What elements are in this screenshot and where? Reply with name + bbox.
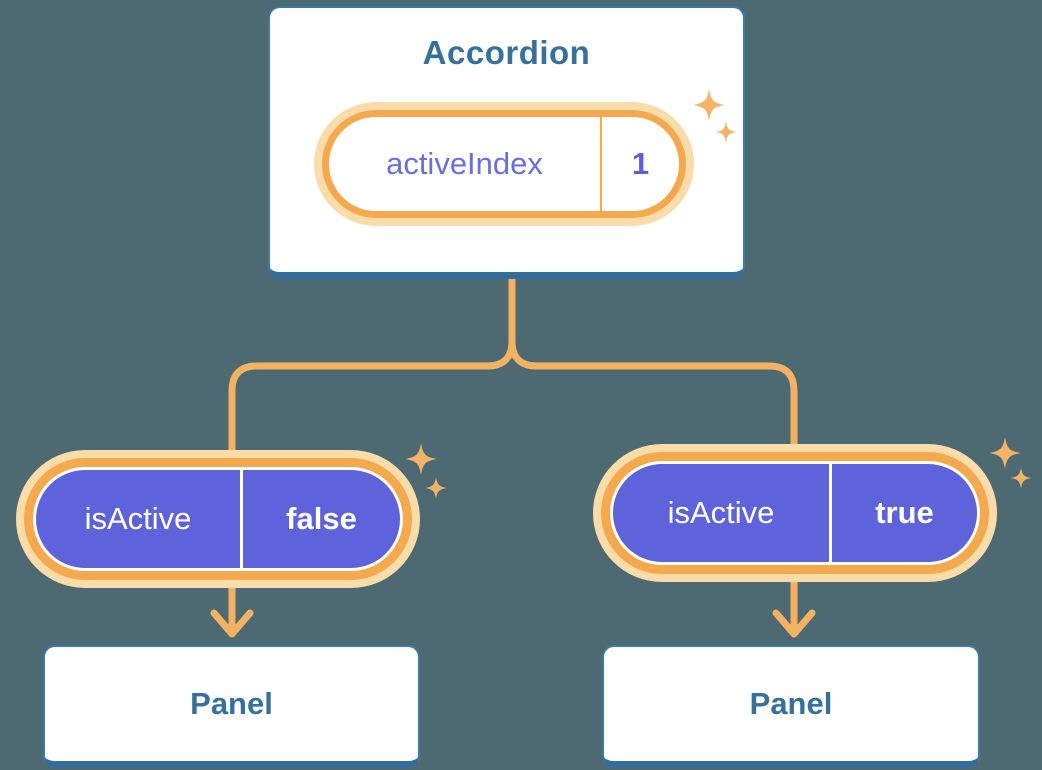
connector-right-branch — [508, 275, 798, 634]
pill-divider — [829, 464, 832, 562]
pill-divider — [600, 117, 602, 211]
panel-left-component-box: Panel — [43, 645, 420, 768]
panel-left-state-pill: isActive false — [36, 470, 400, 568]
arrowhead-left-icon — [210, 609, 254, 638]
arrowhead-right-icon — [772, 609, 816, 638]
accordion-state-pill: activeIndex 1 — [322, 110, 686, 218]
sparkle-icon — [1010, 467, 1032, 489]
panel-right-component-box: Panel — [602, 645, 980, 768]
connector-left-branch — [228, 275, 516, 634]
accordion-title: Accordion — [422, 34, 591, 71]
state-value-label: 1 — [631, 146, 650, 181]
state-name-label: isActive — [667, 495, 775, 530]
sparkle-icon — [989, 437, 1021, 469]
state-name-label: isActive — [84, 501, 192, 536]
sparkle-icon — [425, 477, 447, 499]
panel-label: Panel — [749, 686, 833, 721]
panel-label: Panel — [190, 686, 273, 721]
state-name-label: activeIndex — [386, 146, 543, 181]
state-value-label: true — [875, 495, 934, 530]
state-value-label: false — [286, 501, 357, 536]
panel-right-state-pill: isActive true — [613, 464, 977, 562]
sparkle-icon — [405, 443, 437, 475]
